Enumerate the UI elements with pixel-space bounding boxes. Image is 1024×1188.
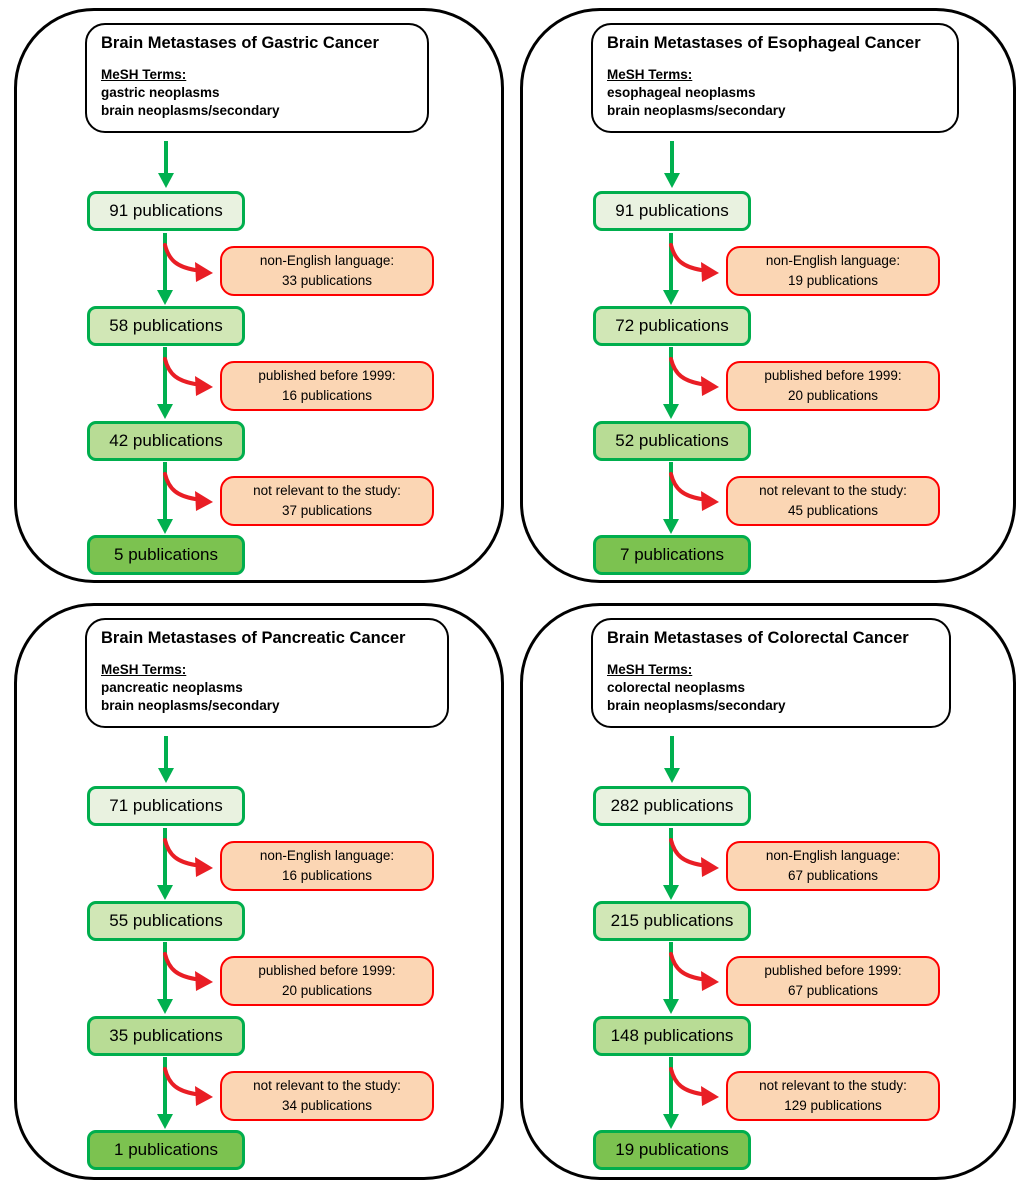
branch-arrow-icon xyxy=(663,942,719,1014)
exclusion-count: 33 publications xyxy=(281,273,373,288)
mesh-term: brain neoplasms/secondary xyxy=(607,698,786,713)
panel-title: Brain Metastases of Gastric Cancer xyxy=(101,34,379,52)
search-criteria-box: Brain Metastases of Esophageal Cancer Me… xyxy=(591,23,959,133)
panel-title: Brain Metastases of Pancreatic Cancer xyxy=(101,629,406,647)
publication-count-box: 71 publications xyxy=(87,786,245,826)
exclusion-reason: non-English language: xyxy=(259,847,395,863)
exclusion-reason: published before 1999: xyxy=(764,962,902,978)
exclusion-reason: published before 1999: xyxy=(258,962,396,978)
exclusion-box: published before 1999: 67 publications xyxy=(726,956,940,1006)
publication-count-box: 55 publications xyxy=(87,901,245,941)
mesh-terms-label: MeSH Terms: xyxy=(607,662,693,677)
exclusion-reason: published before 1999: xyxy=(764,367,902,383)
publication-count-box: 5 publications xyxy=(87,535,245,575)
panel-pancreatic-cancer: Brain Metastases of Pancreatic Cancer Me… xyxy=(14,603,504,1180)
branch-arrow-icon xyxy=(663,462,719,534)
publication-count-box: 91 publications xyxy=(87,191,245,231)
exclusion-box: published before 1999: 20 publications xyxy=(726,361,940,411)
mesh-term: brain neoplasms/secondary xyxy=(101,103,280,118)
mesh-term: pancreatic neoplasms xyxy=(101,680,243,695)
panel-colorectal-cancer: Brain Metastases of Colorectal Cancer Me… xyxy=(520,603,1016,1180)
mesh-term: esophageal neoplasms xyxy=(607,85,756,100)
down-arrow-icon xyxy=(158,141,174,188)
search-criteria-box: Brain Metastases of Gastric Cancer MeSH … xyxy=(85,23,429,133)
publication-count-box: 91 publications xyxy=(593,191,751,231)
exclusion-count: 16 publications xyxy=(281,388,373,403)
exclusion-count: 37 publications xyxy=(281,503,373,518)
exclusion-box: not relevant to the study: 45 publicatio… xyxy=(726,476,940,526)
publication-count-box: 35 publications xyxy=(87,1016,245,1056)
exclusion-reason: non-English language: xyxy=(765,252,901,268)
exclusion-reason: published before 1999: xyxy=(258,367,396,383)
publication-count-box: 52 publications xyxy=(593,421,751,461)
exclusion-box: not relevant to the study: 34 publicatio… xyxy=(220,1071,434,1121)
exclusion-count: 67 publications xyxy=(787,983,879,998)
exclusion-count: 45 publications xyxy=(787,503,879,518)
exclusion-count: 20 publications xyxy=(787,388,879,403)
down-arrow-icon xyxy=(664,736,680,783)
exclusion-reason: not relevant to the study: xyxy=(759,482,907,498)
exclusion-reason: not relevant to the study: xyxy=(759,1077,907,1093)
panel-gastric-cancer: Brain Metastases of Gastric Cancer MeSH … xyxy=(14,8,504,583)
branch-arrow-icon xyxy=(157,233,213,305)
branch-arrow-icon xyxy=(157,347,213,419)
branch-arrow-icon xyxy=(157,462,213,534)
exclusion-box: not relevant to the study: 37 publicatio… xyxy=(220,476,434,526)
mesh-term: brain neoplasms/secondary xyxy=(101,698,280,713)
exclusion-box: published before 1999: 16 publications xyxy=(220,361,434,411)
publication-count-box: 58 publications xyxy=(87,306,245,346)
down-arrow-icon xyxy=(664,141,680,188)
exclusion-box: non-English language: 33 publications xyxy=(220,246,434,296)
search-criteria-box: Brain Metastases of Colorectal Cancer Me… xyxy=(591,618,951,728)
exclusion-count: 34 publications xyxy=(281,1098,373,1113)
publication-count-box: 72 publications xyxy=(593,306,751,346)
branch-arrow-icon xyxy=(663,1057,719,1129)
down-arrow-icon xyxy=(158,736,174,783)
mesh-terms-label: MeSH Terms: xyxy=(607,67,693,82)
branch-arrow-icon xyxy=(663,347,719,419)
publication-count-box: 19 publications xyxy=(593,1130,751,1170)
publication-count-box: 1 publications xyxy=(87,1130,245,1170)
panel-title: Brain Metastases of Esophageal Cancer xyxy=(607,34,921,52)
exclusion-box: non-English language: 16 publications xyxy=(220,841,434,891)
exclusion-box: non-English language: 19 publications xyxy=(726,246,940,296)
publication-count-box: 42 publications xyxy=(87,421,245,461)
exclusion-box: published before 1999: 20 publications xyxy=(220,956,434,1006)
mesh-terms-label: MeSH Terms: xyxy=(101,67,187,82)
exclusion-box: non-English language: 67 publications xyxy=(726,841,940,891)
exclusion-count: 67 publications xyxy=(787,868,879,883)
branch-arrow-icon xyxy=(157,942,213,1014)
publication-count-box: 282 publications xyxy=(593,786,751,826)
exclusion-reason: not relevant to the study: xyxy=(253,482,401,498)
mesh-term: brain neoplasms/secondary xyxy=(607,103,786,118)
search-criteria-box: Brain Metastases of Pancreatic Cancer Me… xyxy=(85,618,449,728)
panel-esophageal-cancer: Brain Metastases of Esophageal Cancer Me… xyxy=(520,8,1016,583)
exclusion-count: 129 publications xyxy=(784,1098,882,1113)
branch-arrow-icon xyxy=(663,828,719,900)
exclusion-count: 16 publications xyxy=(281,868,373,883)
mesh-terms-label: MeSH Terms: xyxy=(101,662,187,677)
exclusion-reason: non-English language: xyxy=(765,847,901,863)
mesh-term: gastric neoplasms xyxy=(101,85,220,100)
exclusion-box: not relevant to the study: 129 publicati… xyxy=(726,1071,940,1121)
publication-count-box: 215 publications xyxy=(593,901,751,941)
branch-arrow-icon xyxy=(157,828,213,900)
publication-count-box: 148 publications xyxy=(593,1016,751,1056)
exclusion-reason: not relevant to the study: xyxy=(253,1077,401,1093)
exclusion-count: 19 publications xyxy=(787,273,879,288)
exclusion-count: 20 publications xyxy=(281,983,373,998)
panel-title: Brain Metastases of Colorectal Cancer xyxy=(607,629,909,647)
branch-arrow-icon xyxy=(663,233,719,305)
mesh-term: colorectal neoplasms xyxy=(607,680,746,695)
exclusion-reason: non-English language: xyxy=(259,252,395,268)
publication-count-box: 7 publications xyxy=(593,535,751,575)
branch-arrow-icon xyxy=(157,1057,213,1129)
